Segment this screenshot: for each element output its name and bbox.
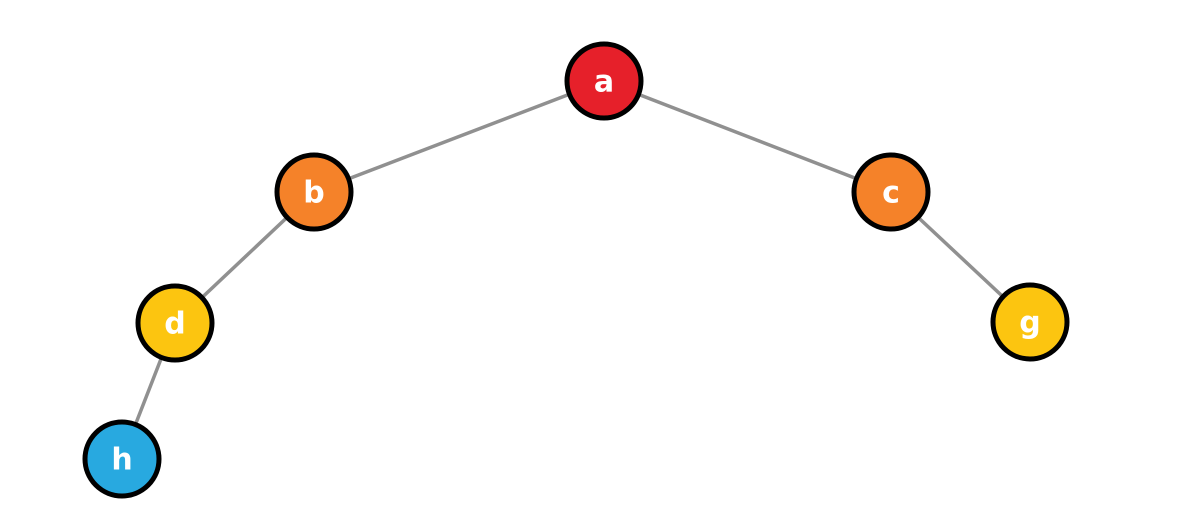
node-circle-h[interactable]: [82, 419, 162, 499]
node-circle-c[interactable]: [851, 152, 931, 232]
node-b[interactable]: b: [274, 152, 354, 232]
node-d[interactable]: d: [135, 283, 215, 363]
node-circle-a[interactable]: [564, 41, 644, 121]
node-a[interactable]: a: [564, 41, 644, 121]
node-c[interactable]: c: [851, 152, 931, 232]
node-h[interactable]: h: [82, 419, 162, 499]
node-circle-g[interactable]: [990, 282, 1070, 362]
node-circle-b[interactable]: [274, 152, 354, 232]
node-g[interactable]: g: [990, 282, 1070, 362]
edge-a-b: [313, 79, 605, 194]
node-circle-d[interactable]: [135, 283, 215, 363]
edge-a-c: [603, 79, 892, 194]
